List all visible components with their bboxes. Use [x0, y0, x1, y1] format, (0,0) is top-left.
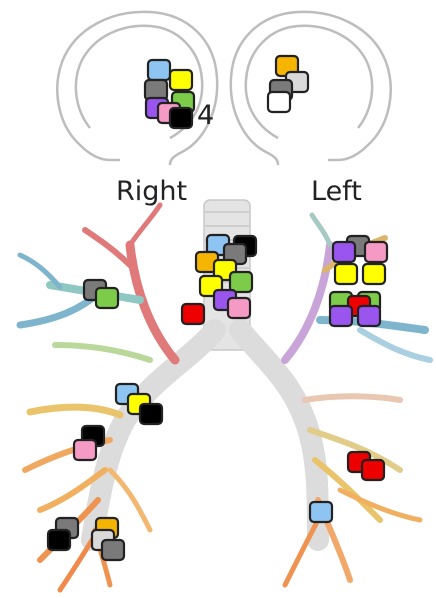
marker-square-pink	[226, 296, 252, 320]
right-lung-branches	[16, 202, 180, 593]
marker-square-blue	[146, 58, 172, 82]
marker-square-black	[46, 528, 72, 552]
marker-square-red	[180, 302, 206, 326]
marker-square-purple	[356, 304, 382, 328]
marker-square-blue	[308, 500, 334, 524]
left-side-label: Left	[311, 176, 362, 207]
marker-square-yellow	[361, 262, 387, 286]
marker-layer	[46, 54, 389, 562]
marker-square-red	[360, 458, 386, 482]
marker-square-purple	[331, 240, 357, 264]
marker-square-pink	[72, 438, 98, 462]
marker-square-black	[138, 402, 164, 426]
left-head-outline	[229, 10, 392, 166]
right-side-label: Right	[116, 176, 188, 207]
count-label: 4	[197, 100, 215, 131]
marker-square-pink	[363, 240, 389, 264]
marker-square-yellow	[168, 68, 194, 92]
marker-square-white	[266, 90, 292, 114]
marker-square-yellow	[333, 262, 359, 286]
marker-square-grey	[100, 538, 126, 562]
marker-square-black	[168, 106, 194, 130]
right-head-outline	[56, 10, 219, 166]
marker-square-purple	[328, 304, 354, 328]
marker-square-green	[228, 270, 254, 294]
marker-square-green	[94, 286, 120, 310]
